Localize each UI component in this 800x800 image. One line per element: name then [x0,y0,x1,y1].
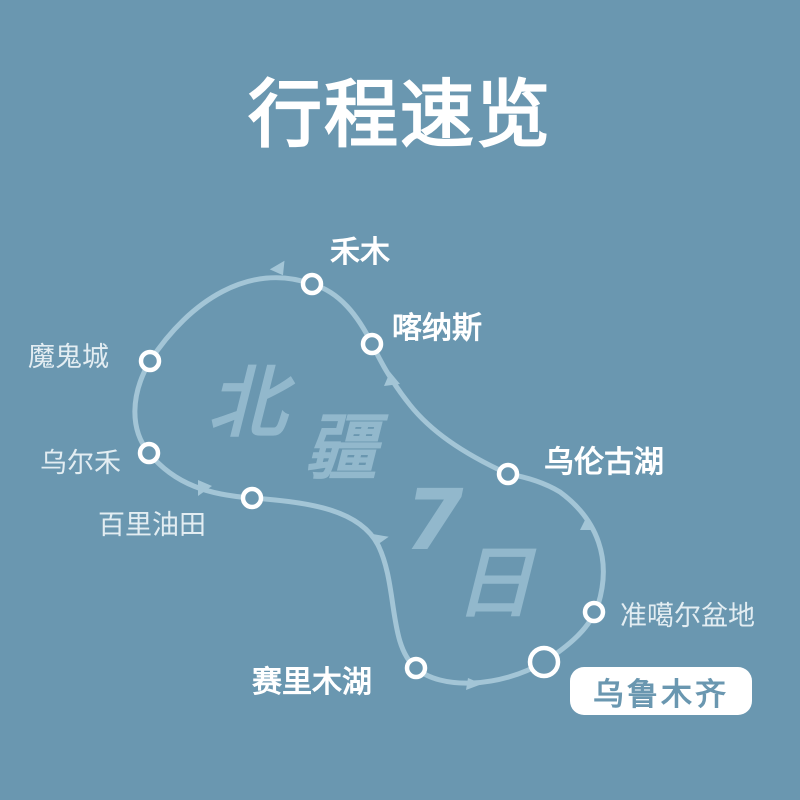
watermark-bei: 北 [208,359,287,449]
direction-arrow-icon [198,480,212,496]
stop-marker-moguicheng [138,349,162,373]
stop-label-sailimu: 赛里木湖 [252,665,372,700]
stop-marker-wuerhe [137,441,161,465]
direction-arrow-icon [269,260,285,276]
direction-arrow-icon [369,533,389,545]
stop-marker-wulungu [496,462,520,486]
stop-label-zhungeer: 准噶尔盆地 [620,601,755,632]
stop-marker-zhungeer [582,600,606,624]
direction-arrow-icon [384,372,400,386]
route-segment [146,450,255,501]
start-badge-wulumuqi: 乌鲁木齐 [570,667,752,715]
watermark-seven: 7 [405,471,464,569]
route-segment [309,281,375,347]
watermark-ri: 日 [455,539,534,629]
watermark-jiang: 疆 [305,406,378,490]
stop-label-kanas: 喀纳斯 [392,311,482,346]
stop-label-hemu: 禾木 [330,235,390,270]
route-segment [132,358,153,456]
direction-arrow-icon [580,516,596,530]
stop-marker-kanas [360,332,384,356]
route-segment [249,495,419,671]
route-segment [369,341,511,477]
stop-label-wuerhe: 乌尔禾 [40,448,121,479]
stop-label-wulungu: 乌伦古湖 [544,445,664,480]
route-segment [147,275,315,364]
stop-marker-baiyoutian [240,486,264,510]
stop-marker-hemu [300,272,324,296]
route-segment [413,659,547,686]
stop-marker-sailimu [404,656,428,680]
stop-label-moguicheng: 魔鬼城 [28,342,109,373]
direction-arrow-icon [466,678,482,690]
route-segment [505,471,606,665]
page-title: 行程速览 [248,72,552,158]
stop-marker-wulumuqi [527,645,561,679]
stop-label-baiyoutian: 百里油田 [98,510,206,541]
